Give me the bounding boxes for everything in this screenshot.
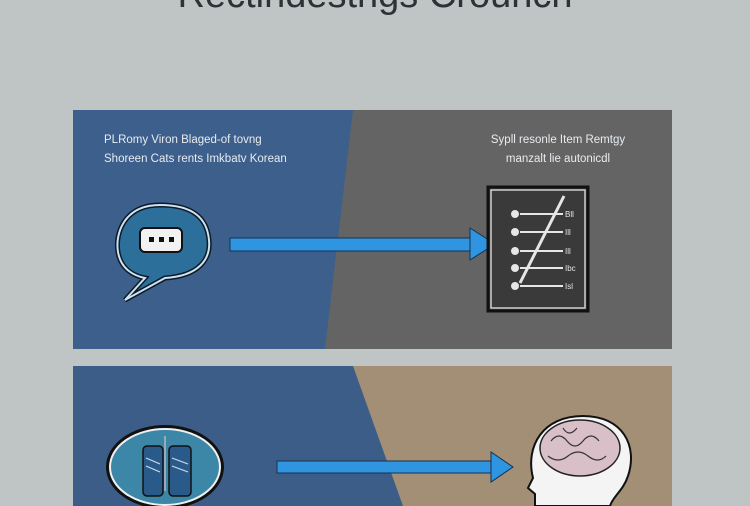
panel-shoes-to-brain — [73, 366, 672, 506]
list-label: Ill — [565, 247, 571, 256]
left-caption: PLRomy Viron Blaged-of tovng Shoreen Cat… — [104, 131, 287, 169]
arrow-icon — [276, 451, 514, 483]
page-title: Rectindestngs Crounch — [0, 0, 750, 17]
caption-line: PLRomy Viron Blaged-of tovng — [104, 134, 262, 146]
shoes-icon — [106, 425, 224, 506]
list-label: Ibc — [565, 264, 576, 273]
panel-speech-to-list: Bll Ill Ill Ibc Isl PLRomy Viron Blaged-… — [73, 110, 672, 349]
caption-line: Shoreen Cats rents Imkbatv Korean — [104, 153, 287, 165]
speech-bubble-icon — [114, 202, 212, 303]
list-label: Ill — [565, 228, 571, 237]
right-caption: Sypll resonle Item Remtgy manzalt lie au… — [458, 131, 658, 169]
head-with-brain-icon — [526, 414, 632, 506]
caption-line: manzalt lie autonicdl — [505, 153, 611, 165]
panel-2-graphics — [73, 366, 672, 506]
list-label: Isl — [565, 282, 573, 291]
arrow-icon — [229, 227, 496, 261]
caption-line: Sypll resonle Item Remtgy — [490, 134, 626, 146]
panel-1-graphics: Bll Ill Ill Ibc Isl — [73, 110, 672, 349]
checklist-document-icon: Bll Ill Ill Ibc Isl — [486, 185, 590, 313]
list-label: Bll — [565, 210, 574, 219]
